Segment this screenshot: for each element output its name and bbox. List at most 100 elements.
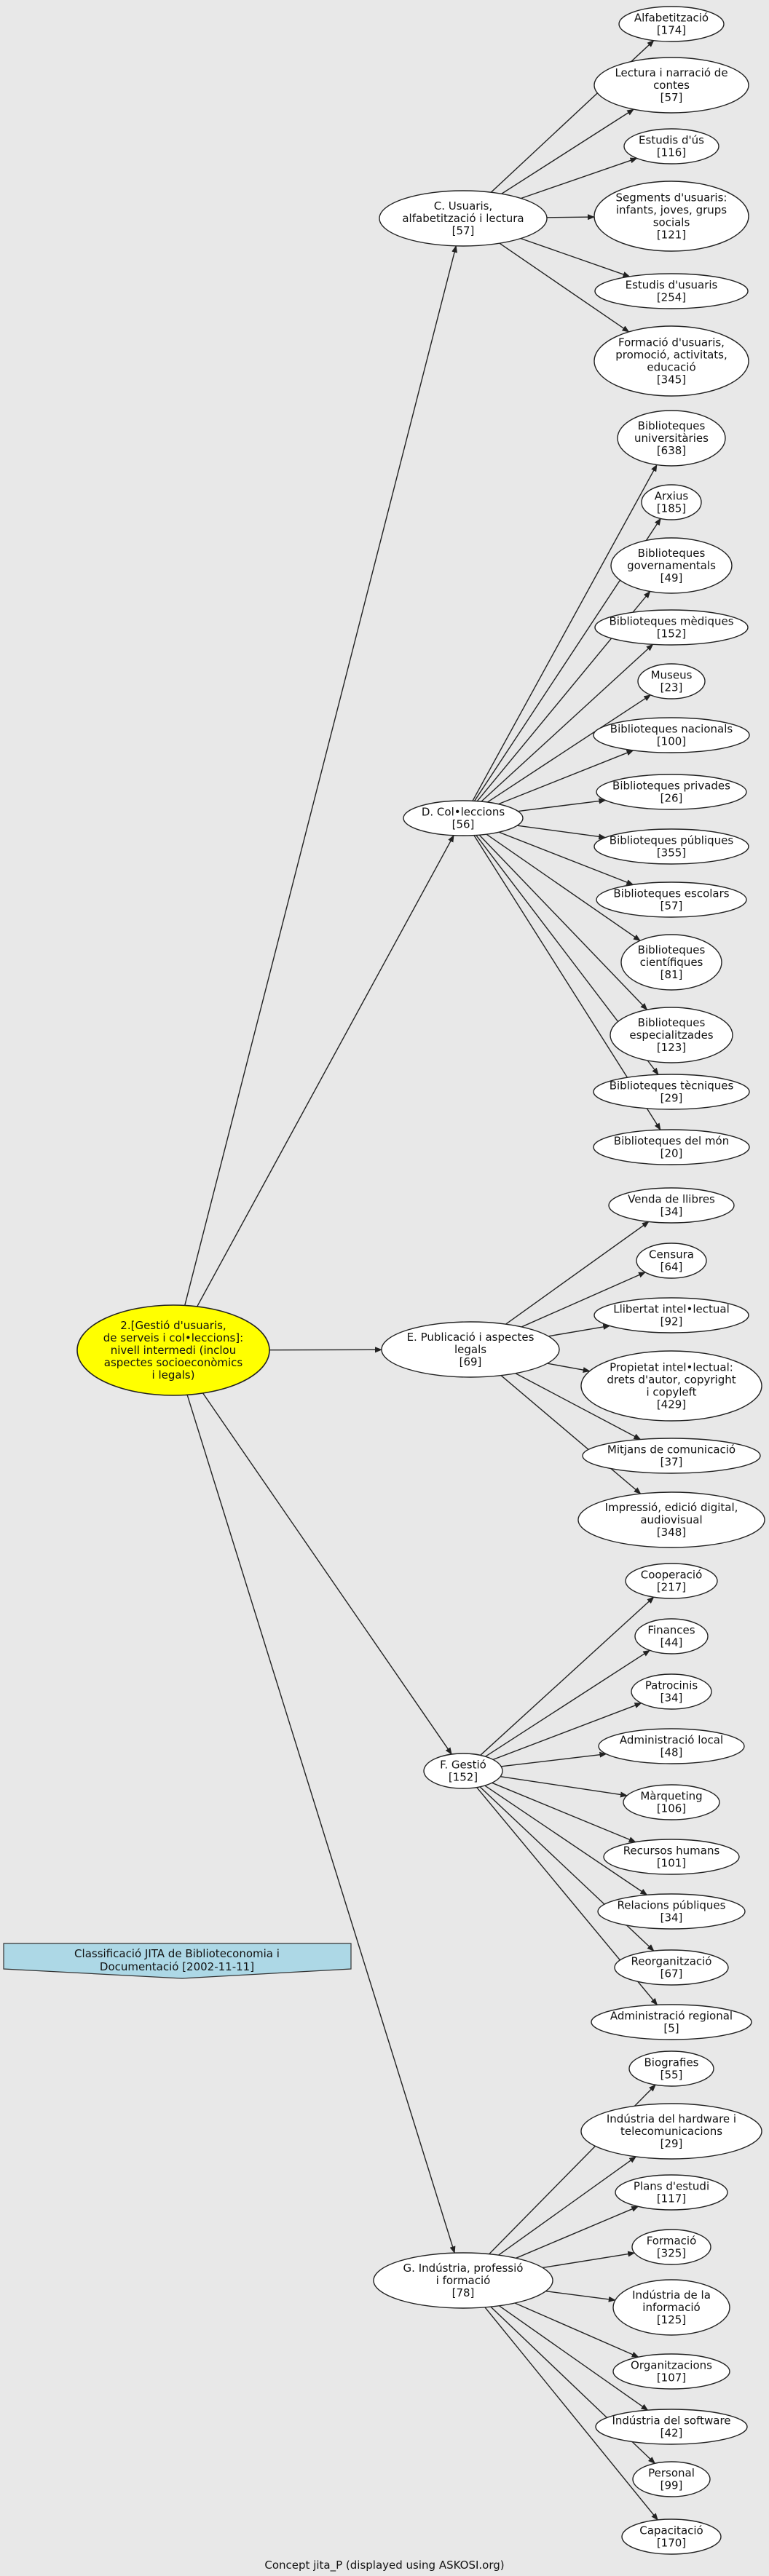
concept-node-e-4[interactable]: Propietat intel•lectual:drets d'autor, c… [580, 1350, 762, 1422]
concept-node-g-4-label-line: Formació [647, 2235, 697, 2248]
concept-node-g-4[interactable]: Formació[325] [631, 2229, 711, 2265]
root-concept-node-label-line: aspectes socioeconòmics [104, 1356, 243, 1369]
edge-g-child [516, 2206, 639, 2259]
category-node-f-shape [423, 1753, 503, 1789]
concept-node-d-5[interactable]: Museus[23] [637, 663, 706, 700]
root-concept-node[interactable]: 2.[Gestió d'usuaris,de serveis i col•lec… [76, 1304, 270, 1396]
category-node-c-label-line: C. Usuaris, [434, 199, 492, 213]
concept-node-e-1[interactable]: Venda de llibres[34] [608, 1187, 735, 1224]
concept-node-e-5[interactable]: Mitjans de comunicació[37] [582, 1438, 761, 1474]
concept-node-d-8[interactable]: Biblioteques públiques[355] [593, 828, 749, 865]
concept-node-d-2-label-line: Arxius [655, 490, 689, 503]
concept-node-e-1-label-line: Venda de llibres [628, 1193, 715, 1206]
concept-node-d-12[interactable]: Biblioteques tècniques[29] [593, 1074, 750, 1110]
concept-node-d-11-label-line: [123] [657, 1041, 686, 1054]
concept-node-g-8-label-line: [99] [660, 2479, 683, 2492]
edge-c-child [499, 242, 630, 333]
edge-g-child [514, 2302, 639, 2358]
concept-node-g-3[interactable]: Plans d'estudi[117] [615, 2174, 728, 2211]
concept-node-d-12-shape [593, 1074, 750, 1110]
concept-node-g-8[interactable]: Personal[99] [632, 2461, 711, 2497]
edge-root-to-f [202, 1392, 452, 1755]
concept-node-e-3[interactable]: Llibertat intel•lectual[92] [593, 1297, 749, 1333]
concept-node-f-5[interactable]: Màrqueting[106] [623, 1784, 720, 1820]
concept-node-c-4-label-line: infants, joves, grups [616, 204, 727, 217]
concept-node-d-3-label-line: [49] [660, 571, 683, 584]
concept-node-c-2-label-line: [57] [660, 91, 683, 104]
category-node-c[interactable]: C. Usuaris,alfabetització i lectura[57] [379, 190, 548, 247]
concept-node-c-5-label-line: [254] [657, 291, 686, 304]
concept-node-g-9[interactable]: Capacitació[170] [621, 2518, 722, 2555]
concept-node-g-6-label-line: Organitzacions [631, 2359, 712, 2372]
concept-node-d-4[interactable]: Biblioteques mèdiques[152] [594, 609, 749, 646]
edge-g-child [499, 2305, 649, 2411]
concept-node-c-5[interactable]: Estudis d'usuaris[254] [594, 273, 749, 309]
concept-node-e-6[interactable]: Impressió, edició digital,audiovisual[34… [577, 1491, 765, 1548]
concept-node-d-2[interactable]: Arxius[185] [641, 484, 702, 520]
concept-node-f-2-label-line: Finances [647, 1624, 695, 1637]
concept-node-d-6[interactable]: Biblioteques nacionals[100] [593, 717, 750, 753]
concept-node-f-6[interactable]: Recursos humans[101] [603, 1839, 740, 1875]
category-node-d[interactable]: D. Col•leccions[56] [403, 800, 524, 836]
concept-node-f-3[interactable]: Patrocinis[34] [631, 1673, 712, 1710]
concept-node-e-4-label-line: drets d'autor, copyright [607, 1374, 736, 1387]
concept-node-g-7[interactable]: Indústria del software[42] [595, 2409, 748, 2445]
concept-node-c-1[interactable]: Alfabetització[174] [618, 6, 725, 42]
edge-g-child [484, 2307, 658, 2521]
edge-f-child [484, 1785, 648, 1895]
concept-node-d-9[interactable]: Biblioteques escolars[57] [596, 881, 747, 918]
concept-node-d-4-label-line: [152] [657, 627, 686, 641]
concept-node-f-6-shape [603, 1839, 740, 1875]
concept-node-c-4-shape [593, 181, 749, 252]
concept-node-d-1-shape [617, 410, 726, 467]
concept-node-f-9-shape [591, 2004, 752, 2040]
concept-node-g-1[interactable]: Biografies[55] [628, 2050, 714, 2087]
concept-node-f-4[interactable]: Administració local[48] [598, 1728, 745, 1764]
category-node-c-shape [379, 190, 548, 247]
edge-e-child [548, 1323, 611, 1337]
edges-layer [184, 39, 661, 2521]
concept-node-e-3-label-line: Llibertat intel•lectual [613, 1303, 730, 1316]
concept-node-g-2-label-line: Indústria del hardware i [607, 2112, 736, 2125]
concept-node-f-8-label-line: [67] [660, 1967, 683, 1981]
concept-node-c-6-label-line: educació [647, 361, 695, 374]
category-node-f[interactable]: F. Gestió[152] [423, 1753, 503, 1789]
concept-node-g-2-label-line: telecomunicacions [620, 2125, 722, 2138]
concept-node-g-6-shape [612, 2353, 730, 2390]
concept-node-g-4-shape [631, 2229, 711, 2265]
concept-node-g-6[interactable]: Organitzacions[107] [612, 2353, 730, 2390]
concept-node-f-1-shape [625, 1563, 718, 1599]
concept-node-f-7[interactable]: Relacions públiques[34] [597, 1893, 746, 1930]
category-node-d-label-line: [56] [452, 818, 475, 831]
edge-e-child [547, 1363, 591, 1373]
category-node-g-label-line: G. Indústria, professió [403, 2262, 524, 2275]
edge-d-child [478, 834, 648, 1010]
concept-node-g-1-label-line: [55] [660, 2069, 683, 2082]
concept-node-d-13[interactable]: Biblioteques del món[20] [593, 1129, 750, 1165]
concept-node-f-2-label-line: [44] [660, 1636, 683, 1649]
concept-node-e-2[interactable]: Censura[64] [636, 1243, 707, 1279]
concept-node-f-2[interactable]: Finances[44] [634, 1618, 709, 1654]
concept-node-f-3-label-line: Patrocinis [645, 1679, 698, 1692]
concept-node-f-1[interactable]: Cooperació[217] [625, 1563, 718, 1599]
category-node-g-label-line: i formació [436, 2274, 491, 2287]
concept-node-f-7-shape [597, 1893, 746, 1930]
concept-node-c-4[interactable]: Segments d'usuaris:infants, joves, grups… [593, 181, 749, 252]
concept-node-f-9[interactable]: Administració regional[5] [591, 2004, 752, 2040]
concept-node-g-5-label-line: [125] [657, 2313, 686, 2326]
concept-node-c-4-label-line: socials [653, 216, 690, 229]
concept-node-f-8[interactable]: Reorganització[67] [614, 1949, 729, 1986]
concept-node-g-2[interactable]: Indústria del hardware itelecomunicacion… [580, 2103, 762, 2160]
concept-node-c-6[interactable]: Formació d'usuaris,promoció, activitats,… [593, 325, 749, 397]
concept-node-d-7[interactable]: Biblioteques privades[26] [596, 774, 747, 810]
concept-node-c-3[interactable]: Estudis d'ús[116] [623, 128, 719, 165]
